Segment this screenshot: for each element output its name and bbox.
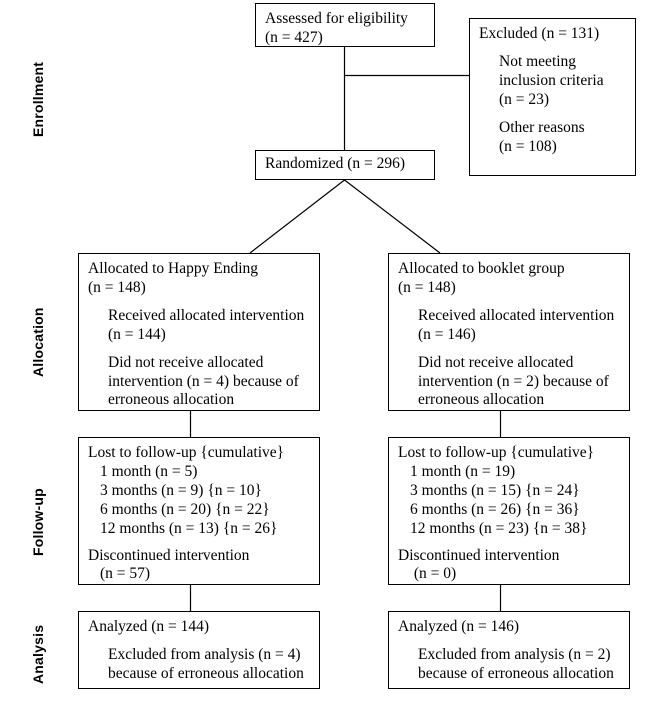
followup-left-title: Lost to follow-up {cumulative} (88, 444, 285, 461)
alloc-right-received-count: (n = 146) (418, 325, 476, 343)
randomized-title: Randomized (n = 296) (265, 155, 406, 172)
followup-left-row-6months: 6 months (n = 20) {n = 22} (100, 500, 270, 518)
node-allocated-booklet-group: Allocated to booklet group (n = 148) Rec… (388, 253, 630, 411)
stage-label-enrollment: Enrollment (30, 61, 46, 137)
node-analyzed-booklet-group: Analyzed (n = 146) Excluded from analysi… (388, 611, 630, 689)
analysis-left-title: Analyzed (n = 144) (88, 618, 210, 635)
followup-right-title: Lost to follow-up {cumulative} (398, 444, 595, 461)
followup-right-row-12months: 12 months (n = 23) {n = 38} (410, 519, 588, 537)
node-assessed-for-eligibility: Assessed for eligibility (n = 427) (255, 3, 435, 47)
assessed-count: (n = 427) (265, 28, 323, 46)
alloc-left-title: Allocated to Happy Ending (88, 260, 259, 277)
node-followup-happy-ending: Lost to follow-up {cumulative} 1 month (… (78, 437, 320, 585)
node-analyzed-happy-ending: Analyzed (n = 144) Excluded from analysi… (78, 611, 320, 689)
stage-label-allocation: Allocation (30, 307, 46, 377)
excluded-reason1-count: (n = 23) (499, 90, 550, 108)
node-followup-booklet-group: Lost to follow-up {cumulative} 1 month (… (388, 437, 630, 585)
analysis-left-excluded-line1: Excluded from analysis (n = 4) (108, 645, 301, 663)
excluded-reason2-count: (n = 108) (499, 137, 557, 155)
alloc-left-count: (n = 148) (88, 278, 146, 296)
alloc-left-received-line: Received allocated intervention (108, 306, 305, 324)
assessed-title: Assessed for eligibility (265, 10, 408, 27)
node-excluded: Excluded (n = 131) Not meeting inclusion… (469, 18, 636, 176)
analysis-right-excluded-line2: because of erroneous allocation (418, 664, 614, 682)
followup-right-row-6months: 6 months (n = 26) {n = 36} (410, 500, 580, 518)
alloc-right-title: Allocated to booklet group (398, 260, 565, 277)
node-allocated-happy-ending: Allocated to Happy Ending (n = 148) Rece… (78, 253, 320, 411)
followup-left-discontinued-count: (n = 57) (100, 565, 151, 583)
stage-label-followup: Follow-up (30, 488, 46, 556)
followup-left-row-3months: 3 months (n = 9) {n = 10} (100, 481, 262, 499)
analysis-left-excluded-line2: because of erroneous allocation (108, 664, 304, 682)
followup-left-row-12months: 12 months (n = 13) {n = 26} (100, 519, 278, 537)
analysis-right-title: Analyzed (n = 146) (398, 618, 520, 635)
excluded-reason2-line1: Other reasons (499, 118, 585, 136)
alloc-right-count: (n = 148) (398, 278, 456, 296)
alloc-right-notreceived-line2: intervention (n = 2) because of (418, 372, 609, 390)
stage-label-analysis: Analysis (30, 624, 46, 684)
followup-right-row-1month: 1 month (n = 19) (410, 462, 516, 480)
alloc-left-received-count: (n = 144) (108, 325, 166, 343)
followup-left-row-1month: 1 month (n = 5) (100, 462, 198, 480)
excluded-reason1-line1: Not meeting (499, 52, 577, 70)
excluded-reason1-line2: inclusion criteria (499, 71, 604, 89)
followup-right-discontinued-line: Discontinued intervention (398, 546, 560, 564)
followup-right-row-3months: 3 months (n = 15) {n = 24} (410, 481, 580, 499)
alloc-right-notreceived-line1: Did not receive allocated (418, 353, 574, 371)
analysis-right-excluded-line1: Excluded from analysis (n = 2) (418, 645, 611, 663)
followup-right-discontinued-count: (n = 0) (410, 565, 457, 583)
excluded-title: Excluded (n = 131) (479, 25, 600, 42)
followup-left-discontinued-line: Discontinued intervention (88, 546, 250, 564)
node-randomized: Randomized (n = 296) (255, 150, 435, 180)
alloc-left-notreceived-line2: intervention (n = 4) because of (108, 372, 299, 390)
alloc-right-received-line: Received allocated intervention (418, 306, 615, 324)
alloc-left-notreceived-line3: erroneous allocation (108, 391, 235, 409)
alloc-left-notreceived-line1: Did not receive allocated (108, 353, 264, 371)
alloc-right-notreceived-line3: erroneous allocation (418, 391, 545, 409)
